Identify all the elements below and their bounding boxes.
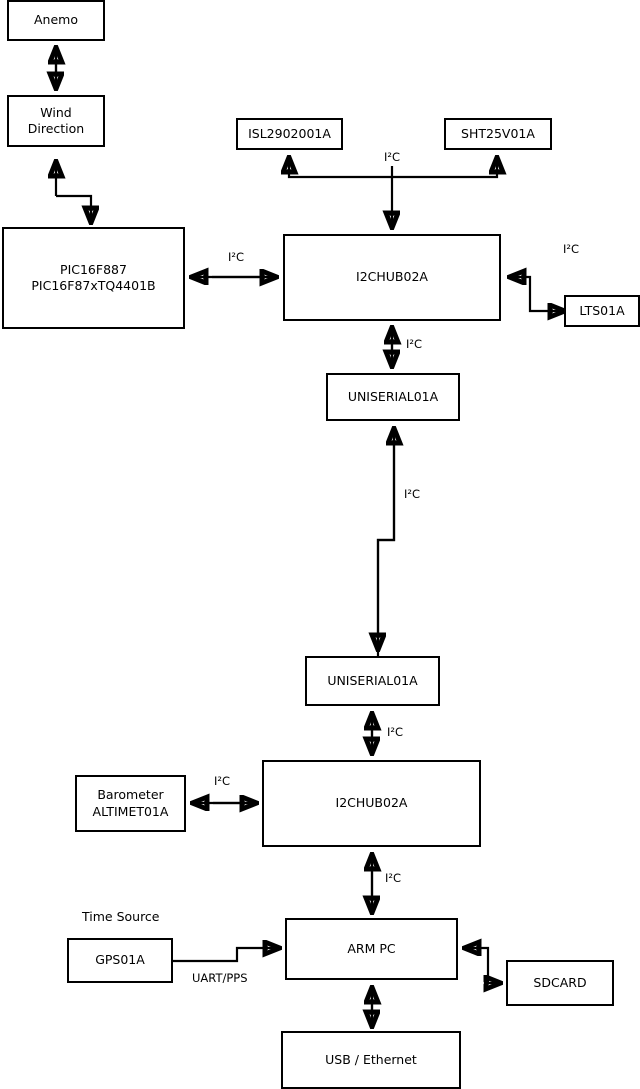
wire-lts-to-hub <box>510 277 532 290</box>
node-lts01a-label: LTS01A <box>579 302 625 318</box>
wire-sdcard-to-arm <box>465 948 490 963</box>
node-usb-ethernet-label: USB / Ethernet <box>325 1051 417 1067</box>
node-i2chub02a-top-label: I2CHUB02A <box>356 269 428 285</box>
edge-label-gps-to-arm: UART/PPS <box>192 971 248 985</box>
edge-label-sensors-bus: I²C <box>384 150 401 164</box>
node-uniserial01a-top[interactable]: UNISERIAL01A <box>326 373 460 421</box>
node-barometer[interactable]: Barometer ALTIMET01A <box>75 775 186 832</box>
node-isl2902001a-label: ISL2902001A <box>248 125 331 141</box>
label-time-source: Time Source <box>82 909 160 924</box>
node-gps01a[interactable]: GPS01A <box>67 938 173 983</box>
node-sht25v01a[interactable]: SHT25V01A <box>444 118 552 150</box>
node-pic-mcu[interactable]: PIC16F887 PIC16F87xTQ4401B <box>2 227 185 329</box>
wire-arm-to-sdcard <box>488 963 500 983</box>
node-anemo[interactable]: Anemo <box>7 0 105 41</box>
wire-uniserial-link-up <box>376 429 394 656</box>
node-wind-direction[interactable]: Wind Direction <box>7 95 105 147</box>
node-isl2902001a[interactable]: ISL2902001A <box>236 118 343 150</box>
node-lts01a[interactable]: LTS01A <box>564 295 640 327</box>
node-usb-ethernet[interactable]: USB / Ethernet <box>281 1031 461 1089</box>
wire-hub-to-lts <box>528 290 564 311</box>
node-arm-pc-label: ARM PC <box>347 940 396 956</box>
node-arm-pc[interactable]: ARM PC <box>285 918 458 980</box>
node-barometer-label: Barometer ALTIMET01A <box>92 787 169 819</box>
edge-label-uniserial-link: I²C <box>404 487 421 501</box>
edge-label-hub-to-lts: I²C <box>563 242 580 256</box>
wire-bus-to-sht <box>392 158 497 179</box>
edge-label-hub-to-uniserial: I²C <box>406 337 423 351</box>
node-i2chub02a-bottom[interactable]: I2CHUB02A <box>262 760 481 847</box>
edge-label-pic-to-hub: I²C <box>228 250 245 264</box>
node-wind-direction-label: Wind Direction <box>27 104 85 136</box>
node-gps01a-label: GPS01A <box>95 952 145 968</box>
edge-label-barometer-to-hub2: I²C <box>214 774 231 788</box>
wire-bus-to-isl <box>289 158 392 179</box>
edge-label-hub2-to-arm: I²C <box>385 871 402 885</box>
node-i2chub02a-bottom-label: I2CHUB02A <box>335 795 408 811</box>
node-sdcard-label: SDCARD <box>533 974 587 990</box>
node-i2chub02a-top[interactable]: I2CHUB02A <box>283 234 501 321</box>
wire-pic-to-wind-down <box>56 194 91 222</box>
node-sht25v01a-label: SHT25V01A <box>461 125 535 141</box>
node-uniserial01a-top-label: UNISERIAL01A <box>347 388 439 404</box>
node-pic-mcu-label: PIC16F887 PIC16F87xTQ4401B <box>31 261 156 293</box>
node-uniserial01a-bottom-label: UNISERIAL01A <box>327 672 418 688</box>
edge-label-uniserial-to-hub2: I²C <box>387 725 404 739</box>
node-sdcard[interactable]: SDCARD <box>506 960 614 1006</box>
wire-uniserial-link-down <box>378 429 396 649</box>
node-anemo-label: Anemo <box>34 12 78 28</box>
wire-gps-to-arm <box>173 948 279 963</box>
node-uniserial01a-bottom[interactable]: UNISERIAL01A <box>305 656 440 706</box>
